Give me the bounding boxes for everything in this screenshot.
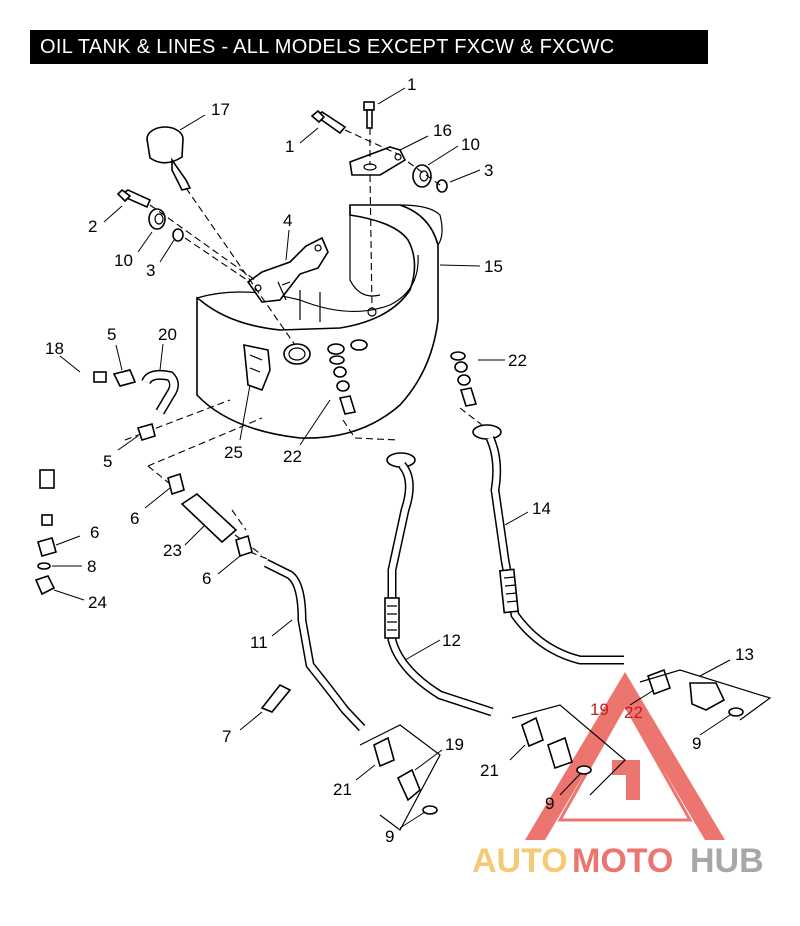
- fitting-stack-left: [329, 351, 478, 415]
- callout-22-right: 22: [508, 351, 527, 370]
- line-11: [263, 558, 366, 732]
- callout-4: 4: [283, 211, 292, 230]
- callout-15: 15: [484, 257, 503, 276]
- callout-3-right: 3: [484, 161, 493, 180]
- callout-11: 11: [250, 633, 268, 652]
- callout-18: 18: [45, 339, 64, 358]
- fitting-assembly-mid: [511, 704, 626, 796]
- diagram-title: OIL TANK & LINES - ALL MODELS EXCEPT FXC…: [30, 30, 708, 64]
- callout-21-bottom: 21: [333, 780, 352, 799]
- callout-5-bottom: 5: [103, 452, 112, 471]
- callout-19-bottom: 19: [445, 735, 464, 754]
- line-12: [384, 452, 494, 717]
- line-14: [472, 424, 624, 665]
- callout-5-top: 5: [107, 325, 116, 344]
- callout-2: 2: [88, 217, 97, 236]
- callout-labels: 1 1 17 16 10 3 2 10 3 4 15 18 5 20 22 25…: [45, 75, 754, 846]
- callout-22-lower: 22: [624, 703, 643, 722]
- callout-25: 25: [224, 443, 243, 462]
- callout-10-right: 10: [461, 135, 480, 154]
- callout-16: 16: [433, 121, 452, 140]
- hose-23: [34, 472, 253, 596]
- callout-14: 14: [532, 499, 551, 518]
- callout-9-right: 9: [692, 734, 701, 753]
- assembly-lines: [124, 128, 483, 561]
- watermark-moto: MOTO: [572, 842, 673, 880]
- callout-13: 13: [735, 645, 754, 664]
- callout-8: 8: [87, 557, 96, 576]
- fitting-assembly-13: [639, 668, 772, 721]
- fitting-assembly-bottom: [359, 724, 441, 831]
- watermark-logo: AUTO MOTO HUB: [472, 672, 764, 880]
- callout-9-mid: 9: [545, 794, 554, 813]
- callout-6-lower: 6: [202, 569, 211, 588]
- callout-1-top: 1: [407, 75, 416, 94]
- callout-3-left: 3: [146, 261, 155, 280]
- callout-10-left: 10: [114, 251, 133, 270]
- callout-19-mid: 19: [590, 700, 609, 719]
- watermark-auto: AUTO: [472, 842, 568, 880]
- callout-9-bottom: 9: [385, 827, 394, 846]
- dipstick: [146, 126, 192, 191]
- callout-17: 17: [211, 100, 230, 119]
- clamp-and-hose-20: [112, 369, 179, 441]
- callout-12: 12: [442, 631, 461, 650]
- callout-1-left: 1: [285, 137, 294, 156]
- oil-tank: [196, 204, 443, 439]
- callout-6-left: 6: [90, 523, 99, 542]
- callout-6-upper: 6: [130, 509, 139, 528]
- clip-7: [260, 683, 292, 713]
- callout-7: 7: [222, 727, 231, 746]
- watermark-hub: HUB: [690, 842, 764, 880]
- callout-21-mid: 21: [480, 761, 499, 780]
- callout-24: 24: [88, 593, 107, 612]
- callout-22-center: 22: [283, 447, 302, 466]
- callout-20: 20: [158, 325, 177, 344]
- hose-18: [39, 371, 107, 526]
- mount-hardware: [116, 101, 448, 242]
- callout-23: 23: [163, 541, 182, 560]
- leader-lines: [52, 87, 731, 829]
